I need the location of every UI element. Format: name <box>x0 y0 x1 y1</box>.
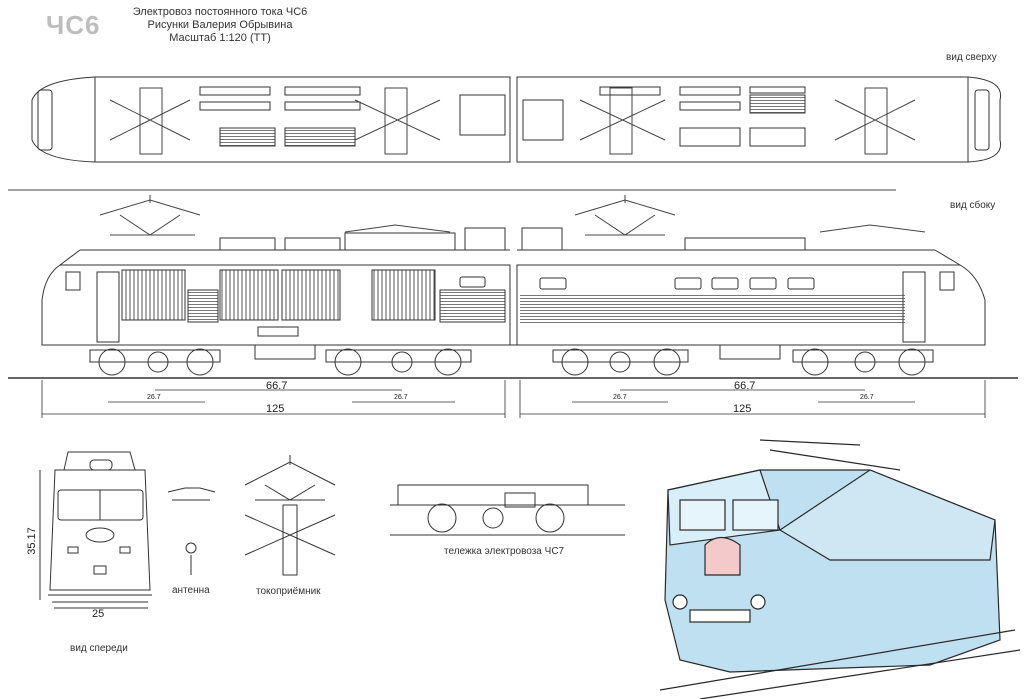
top-view-label: вид сверху <box>946 52 997 63</box>
top-view <box>31 76 1002 163</box>
front-view <box>39 451 152 609</box>
dim-axle-2: 26.7 <box>394 394 408 401</box>
dim-bogie-base-right: 66.7 <box>734 380 756 392</box>
side-view <box>8 195 1018 379</box>
dimension-lines <box>41 380 986 418</box>
bogie-label: тележка электровоза ЧС7 <box>444 546 565 557</box>
logo: ЧС6 <box>46 10 101 40</box>
dim-axle-1: 26.7 <box>147 394 161 401</box>
side-view-label: вид сбоку <box>950 200 996 211</box>
dim-bogie-base-left: 66.7 <box>266 380 288 392</box>
antenna-label: антенна <box>172 585 210 596</box>
dim-width: 25 <box>92 608 105 620</box>
dim-length-right: 125 <box>733 403 752 415</box>
pantograph-detail <box>167 455 336 576</box>
bogie-detail <box>390 484 625 536</box>
front-view-label: вид спереди <box>70 643 128 654</box>
dim-axle-3: 26.7 <box>613 394 627 401</box>
locomotive-sketch <box>659 439 1021 699</box>
title-line-1: Электровоз постоянного тока ЧС6 <box>132 6 308 18</box>
dim-height: 35.17 <box>25 527 38 555</box>
title-line-2: Рисунки Валерия Обрывина <box>147 19 293 31</box>
title-block: Электровоз постоянного тока ЧС6 Рисунки … <box>100 6 340 45</box>
dim-length-left: 125 <box>266 403 285 415</box>
title-line-3: Масштаб 1:120 (ТТ) <box>169 32 271 44</box>
pantograph-label: токоприёмник <box>256 586 321 597</box>
dim-axle-4: 26.7 <box>860 394 874 401</box>
